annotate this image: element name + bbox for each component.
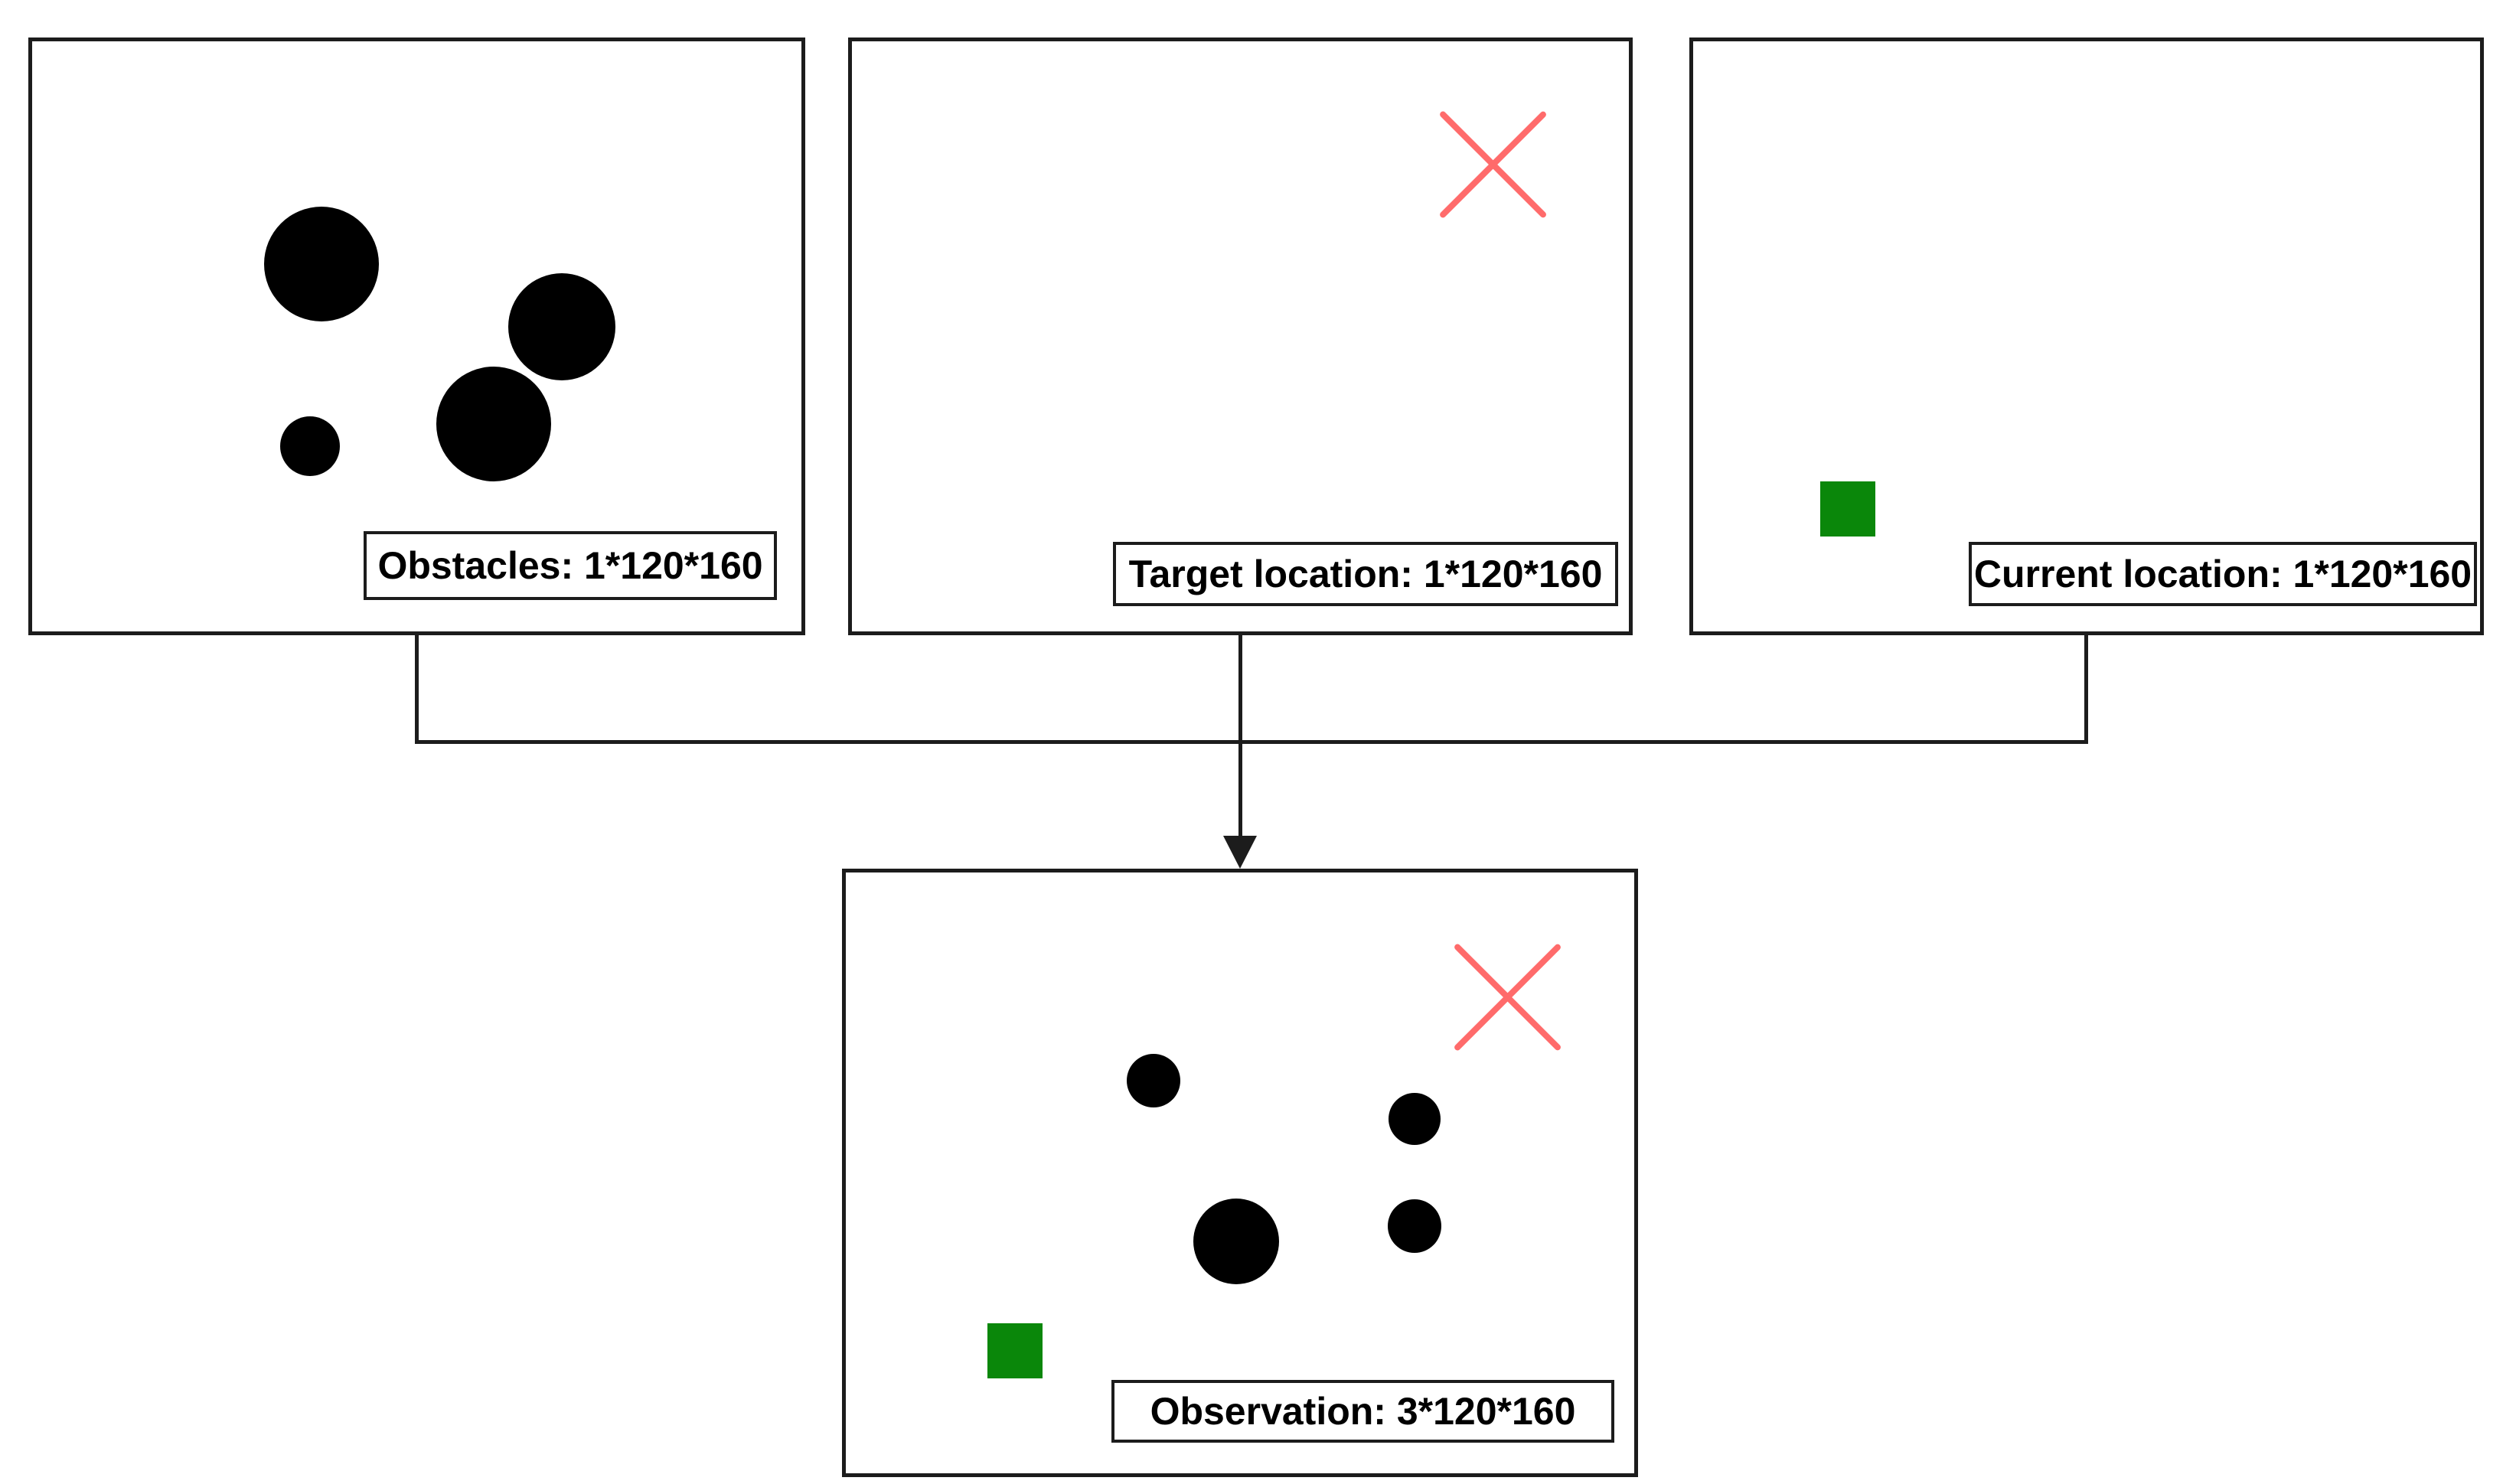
obstacle-circle bbox=[508, 273, 615, 380]
obstacle-circle bbox=[1193, 1199, 1279, 1284]
connector-from-obstacles bbox=[415, 635, 419, 744]
observation-label: Observation: 3*120*160 bbox=[1150, 1390, 1576, 1433]
connector-from-current bbox=[2084, 635, 2088, 744]
obstacle-circle bbox=[264, 207, 379, 321]
agent-square-marker bbox=[1820, 481, 1875, 537]
target-x-marker bbox=[1440, 111, 1547, 218]
connector-from-target bbox=[1238, 635, 1242, 744]
obstacles-label: Obstacles: 1*120*160 bbox=[377, 544, 763, 587]
target-label: Target location: 1*120*160 bbox=[1128, 553, 1603, 595]
target-label-box: Target location: 1*120*160 bbox=[1113, 542, 1618, 606]
obstacle-circle bbox=[436, 367, 551, 481]
obstacle-circle bbox=[1127, 1054, 1180, 1107]
observation-label-box: Observation: 3*120*160 bbox=[1111, 1380, 1614, 1443]
obstacle-circle bbox=[1388, 1199, 1441, 1253]
connector-merge-bar bbox=[415, 740, 2088, 744]
panel-obstacles: Obstacles: 1*120*160 bbox=[28, 38, 805, 635]
panel-target: Target location: 1*120*160 bbox=[848, 38, 1633, 635]
panel-observation: Observation: 3*120*160 bbox=[842, 869, 1638, 1477]
current-label-box: Current location: 1*120*160 bbox=[1969, 542, 2477, 606]
arrow-down-icon bbox=[1223, 836, 1257, 869]
obstacle-circle bbox=[280, 416, 340, 476]
panel-current: Current location: 1*120*160 bbox=[1689, 38, 2484, 635]
agent-square-marker bbox=[987, 1323, 1043, 1378]
obstacle-circle bbox=[1389, 1093, 1441, 1145]
current-label: Current location: 1*120*160 bbox=[1973, 553, 2472, 595]
target-x-marker bbox=[1454, 944, 1562, 1051]
connector-arrow-shaft bbox=[1238, 744, 1242, 838]
obstacles-label-box: Obstacles: 1*120*160 bbox=[364, 531, 777, 600]
